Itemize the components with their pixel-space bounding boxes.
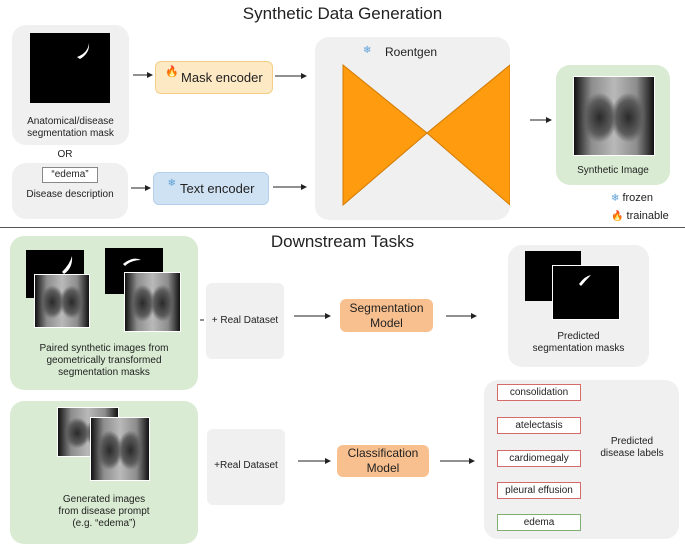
predicted-mask-2 <box>552 265 620 320</box>
generated-images-caption: Generated images from disease prompt (e.… <box>58 494 150 529</box>
snowflake-icon: ❄ <box>167 178 176 189</box>
roentgen-label: Roentgen <box>385 45 438 59</box>
legend-trainable-label: trainable <box>626 210 669 222</box>
predicted-masks-caption: Predicted segmentation masks <box>532 331 625 354</box>
disease-description-label: Disease description <box>26 189 114 200</box>
fire-icon: 🔥 <box>611 211 624 222</box>
legend-trainable: 🔥 trainable <box>611 210 669 222</box>
text-encoder-box: ❄ Text encoder <box>153 172 269 205</box>
synthetic-image-caption: Synthetic Image <box>577 165 649 176</box>
paired-xray-2 <box>124 272 181 332</box>
generated-xray-2 <box>90 417 150 481</box>
mask-crescent-icon <box>62 256 73 274</box>
paired-xray-1 <box>34 274 90 328</box>
real-dataset-label-2: +Real Dataset <box>214 460 278 471</box>
text-input-panel: “edema” Disease description <box>12 163 128 219</box>
roentgen-panel: ❄ Roentgen <box>315 37 510 220</box>
encoder-triangle <box>342 63 428 207</box>
real-dataset-label-1: + Real Dataset <box>211 315 279 326</box>
mask-caption: Anatomical/disease segmentation mask <box>27 116 114 139</box>
mask-crescent-icon <box>123 258 141 266</box>
text-encoder-label: Text encoder <box>179 181 255 196</box>
snowflake-icon: ❄ <box>363 45 372 56</box>
bottom-title: Downstream Tasks <box>270 232 415 251</box>
mask-image <box>30 33 110 103</box>
top-title: Synthetic Data Generation <box>242 4 443 23</box>
synthetic-xray-image <box>573 76 655 156</box>
label-cardiomegaly: cardiomegaly <box>497 450 581 467</box>
predicted-labels-caption: Predicted disease labels <box>600 436 664 459</box>
label-pleural-effusion: pleural effusion <box>497 482 581 499</box>
mask-encoder-box: 🔥 Mask encoder <box>155 61 273 94</box>
paired-images-caption: Paired synthetic images from geometrical… <box>39 343 169 378</box>
fire-icon: 🔥 <box>165 66 180 78</box>
mask-encoder-label: Mask encoder <box>181 70 263 85</box>
mask-crescent-icon <box>579 275 591 286</box>
real-dataset-panel-1: + Real Dataset <box>206 283 284 359</box>
or-label: OR <box>57 149 73 160</box>
legend-frozen: ❄ frozen <box>611 192 653 204</box>
label-consolidation: consolidation <box>497 384 581 401</box>
label-edema: edema <box>497 514 581 531</box>
label-atelectasis: atelectasis <box>497 417 581 434</box>
snowflake-icon: ❄ <box>611 193 620 204</box>
edema-prompt-box: “edema” <box>42 167 98 183</box>
mask-input-panel: Anatomical/disease segmentation mask <box>12 25 129 145</box>
classification-model-box: Classification Model <box>337 445 429 477</box>
roentgen-bowtie <box>342 63 510 207</box>
decoder-triangle <box>426 64 510 206</box>
predicted-masks-panel: Predicted segmentation masks <box>508 245 649 367</box>
section-divider <box>0 227 685 228</box>
mask-crescent-icon <box>77 43 90 59</box>
synthetic-image-panel: Synthetic Image <box>556 65 670 185</box>
predicted-labels-panel: consolidation atelectasis cardiomegaly p… <box>484 380 679 539</box>
real-dataset-panel-2: +Real Dataset <box>207 429 285 505</box>
legend-frozen-label: frozen <box>622 192 654 204</box>
segmentation-model-box: Segmentation Model <box>340 299 433 332</box>
generated-images-panel: Generated images from disease prompt (e.… <box>10 401 198 544</box>
paired-images-panel: Paired synthetic images from geometrical… <box>10 236 198 390</box>
